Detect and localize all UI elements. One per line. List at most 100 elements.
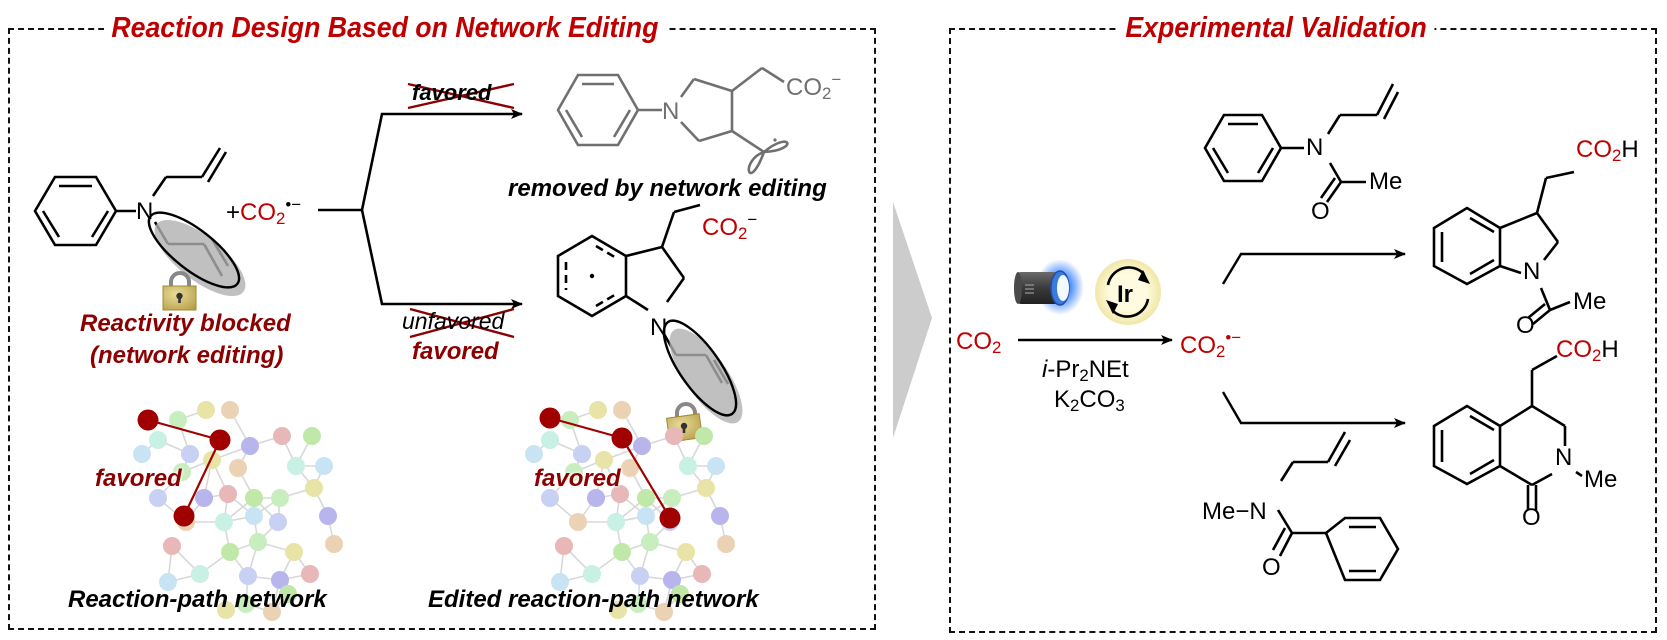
- substrate-1-o: O: [1311, 198, 1330, 225]
- network-node: [221, 543, 239, 561]
- network-node: [717, 535, 735, 553]
- network-node: [271, 489, 289, 507]
- network-node: [663, 489, 681, 507]
- favored-path-edge: [549, 416, 623, 440]
- network-node: [711, 507, 729, 525]
- network-node: [181, 445, 199, 463]
- substrate-2-me-n: Me−N: [1202, 498, 1267, 525]
- network-node: [191, 565, 209, 583]
- network-node: [219, 485, 237, 503]
- network-node: [641, 533, 659, 551]
- network-node: [611, 485, 629, 503]
- favored-path-edge: [621, 437, 671, 519]
- blocked-caption-line2: (network editing): [90, 342, 284, 369]
- top-path-crossed-label: favored: [412, 80, 492, 105]
- network-node: [303, 427, 321, 445]
- network-node: [195, 489, 213, 507]
- radical-formula: CO2•−: [240, 195, 302, 228]
- network-node: [149, 489, 167, 507]
- network-node: [631, 567, 649, 585]
- right-panel-title: Experimental Validation: [1118, 12, 1435, 45]
- network-node: [589, 401, 607, 419]
- favored-product-carboxylate: CO2−: [702, 210, 758, 243]
- favored-path-node: [209, 429, 231, 451]
- network-node: [541, 431, 559, 449]
- catalyst-label: Ir: [1117, 281, 1133, 308]
- network-node: [133, 445, 151, 463]
- network-node: [525, 445, 543, 463]
- favored-path-node: [539, 407, 561, 429]
- blocked-ellipse: [147, 211, 241, 289]
- network-left-label: favored: [95, 465, 182, 492]
- network-node: [613, 401, 631, 419]
- product-2-n: N: [1555, 444, 1573, 471]
- bottom-path-crossed-label: unfavored: [402, 308, 505, 334]
- network-node: [237, 595, 255, 613]
- split-arrows: [1221, 249, 1406, 428]
- network-node: [305, 479, 323, 497]
- branch-arrows: [360, 109, 523, 309]
- network-node: [269, 513, 287, 531]
- network-node: [663, 571, 681, 589]
- network-node: [555, 537, 573, 555]
- network-node: [163, 537, 181, 555]
- bottom-path-favored-label: favored: [412, 338, 499, 365]
- network-node: [541, 489, 559, 507]
- network-node: [671, 585, 689, 603]
- network-node: [595, 451, 613, 469]
- iridium-catalyst-icon: [1095, 259, 1161, 325]
- network-node: [287, 457, 305, 475]
- network-node: [263, 603, 281, 621]
- network-node: [655, 603, 673, 621]
- network-node: [679, 457, 697, 475]
- network-left-caption: Reaction-path network: [68, 586, 327, 613]
- product-2-molecule: [1432, 354, 1583, 510]
- substrate-1-n: N: [1306, 134, 1324, 161]
- network-node: [301, 565, 319, 583]
- network-node: [637, 489, 655, 507]
- product-2-me: Me: [1584, 466, 1618, 493]
- network-node: [285, 543, 303, 561]
- substrate-2-molecule: [1271, 431, 1400, 582]
- favored-path-edge: [147, 418, 221, 442]
- network-node: [221, 401, 239, 419]
- network-node: [629, 595, 647, 613]
- reactant-radical-anion: +CO2•−: [226, 195, 301, 229]
- network-node: [325, 535, 343, 553]
- right-panel-box: [949, 28, 1657, 633]
- blocked-caption-line1: Reactivity blocked: [80, 310, 291, 337]
- network-right-caption: Edited reaction-path network: [428, 586, 759, 613]
- network-right: [525, 401, 735, 621]
- network-node: [279, 585, 297, 603]
- network-node: [315, 457, 333, 475]
- left-panel-title: Reaction Design Based on Network Editing: [104, 12, 666, 45]
- network-node: [583, 565, 601, 583]
- network-node: [239, 567, 257, 585]
- network-node: [569, 513, 587, 531]
- product-2-acid: CO2H: [1556, 336, 1619, 365]
- reactant-atom-n: N: [136, 198, 153, 225]
- favored-path-node: [173, 505, 195, 527]
- blocked-ellipse-shadow: [154, 219, 246, 297]
- product-1-n: N: [1523, 258, 1541, 285]
- network-node: [249, 533, 267, 551]
- network-node: [621, 459, 639, 477]
- network-node: [609, 601, 627, 619]
- network-node: [587, 489, 605, 507]
- lock-icon: [162, 271, 197, 311]
- start-co2: CO2: [956, 328, 1002, 357]
- favored-path-node: [611, 427, 633, 449]
- network-node: [551, 573, 569, 591]
- product-1-molecule: [1432, 170, 1575, 326]
- removed-product-molecule: [556, 66, 789, 175]
- network-node: [159, 573, 177, 591]
- network-node: [707, 457, 725, 475]
- substrate-2-o: O: [1262, 554, 1281, 581]
- radical-anion-intermediate: CO2•−: [1180, 328, 1242, 361]
- network-node: [607, 513, 625, 531]
- blocked-ellipse-shadow-2: [669, 328, 743, 424]
- blocked-ellipse-2: [662, 319, 738, 417]
- network-node: [245, 507, 263, 525]
- favored-path-edge: [183, 439, 221, 517]
